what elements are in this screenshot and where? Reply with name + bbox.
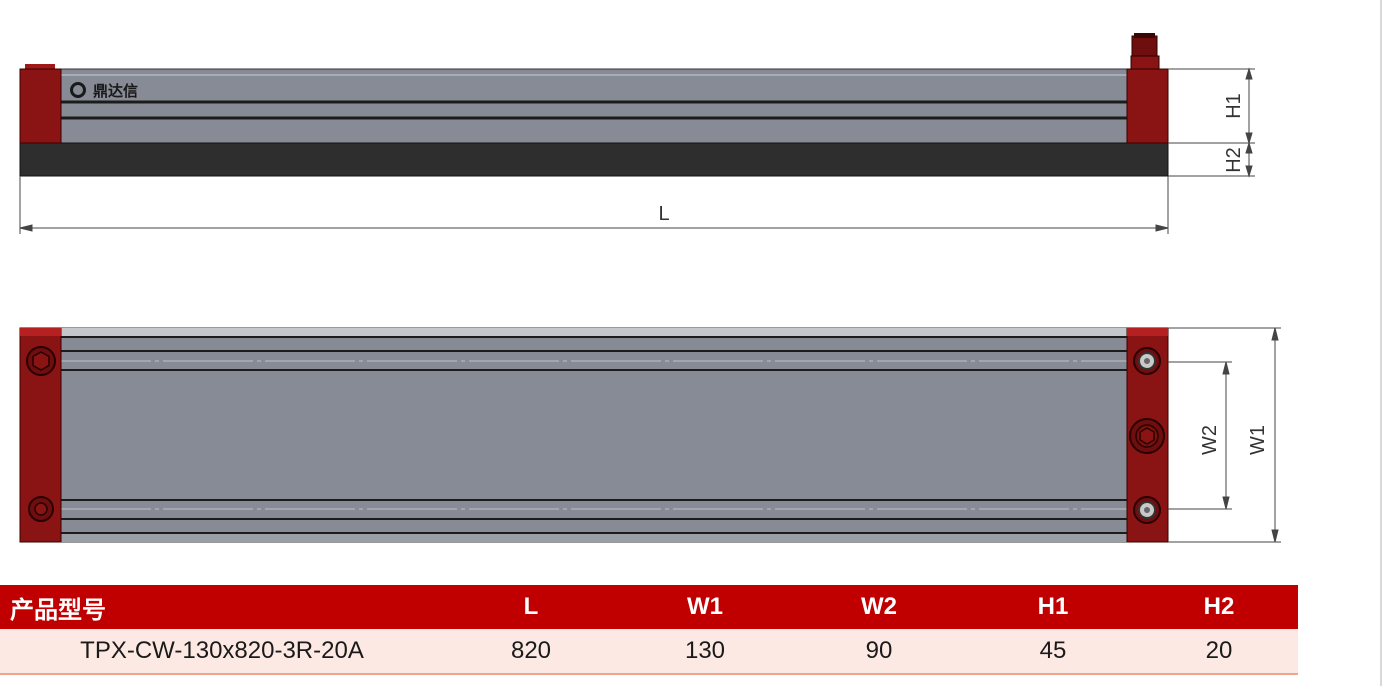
height-dimensions [1168,67,1255,178]
header-h1: H1 [966,585,1140,629]
header-model: 产品型号 [0,585,444,629]
cell-w1: 130 [618,629,792,675]
length-label: L [658,203,669,225]
cell-w2: 90 [792,629,966,675]
side-right-end-cap [1126,68,1169,144]
top-view: W2 W1 [19,327,1281,543]
h2-label: H2 [1223,147,1245,173]
top-rail-lower [61,534,1127,542]
side-view: 鼎达信 H1 H2 L [19,33,1255,234]
header-l: L [444,585,618,629]
hex-screw-icon [26,346,56,376]
side-base-plate [19,142,1169,177]
spec-table: 产品型号 L W1 W2 H1 H2 TPX-CW-130x820-3R-20A… [0,585,1298,675]
side-aluminum-body [60,68,1128,144]
header-w1: W1 [618,585,792,629]
cell-model: TPX-CW-130x820-3R-20A [0,629,444,675]
cell-h2: 20 [1140,629,1298,675]
side-left-nub [25,64,55,70]
cell-l: 820 [444,629,618,675]
fitting-icon [1133,496,1161,524]
w1-label: W1 [1247,425,1269,455]
top-aluminum-body [60,327,1128,543]
brand-logo-icon: 鼎达信 [70,82,138,100]
fitting-icon [1133,347,1161,375]
h1-label: H1 [1223,93,1245,119]
table-row: TPX-CW-130x820-3R-20A 820 130 90 45 20 [0,629,1298,675]
header-h2: H2 [1140,585,1298,629]
technical-drawing: 鼎达信 H1 H2 L [19,33,1281,543]
table-header-row: 产品型号 L W1 W2 H1 H2 [0,585,1298,629]
top-rail-upper [61,328,1127,337]
w2-label: W2 [1199,425,1221,455]
hex-screw-icon [1129,418,1165,454]
brand-logo-text: 鼎达信 [93,82,138,100]
header-w2: W2 [792,585,966,629]
screw-icon [28,496,54,522]
side-left-end-cap [19,68,62,144]
scrollbar-edge [1380,0,1382,686]
length-dimension [19,176,1169,234]
air-fitting-icon [1130,33,1160,70]
width-dimensions [1168,327,1281,543]
cell-h1: 45 [966,629,1140,675]
